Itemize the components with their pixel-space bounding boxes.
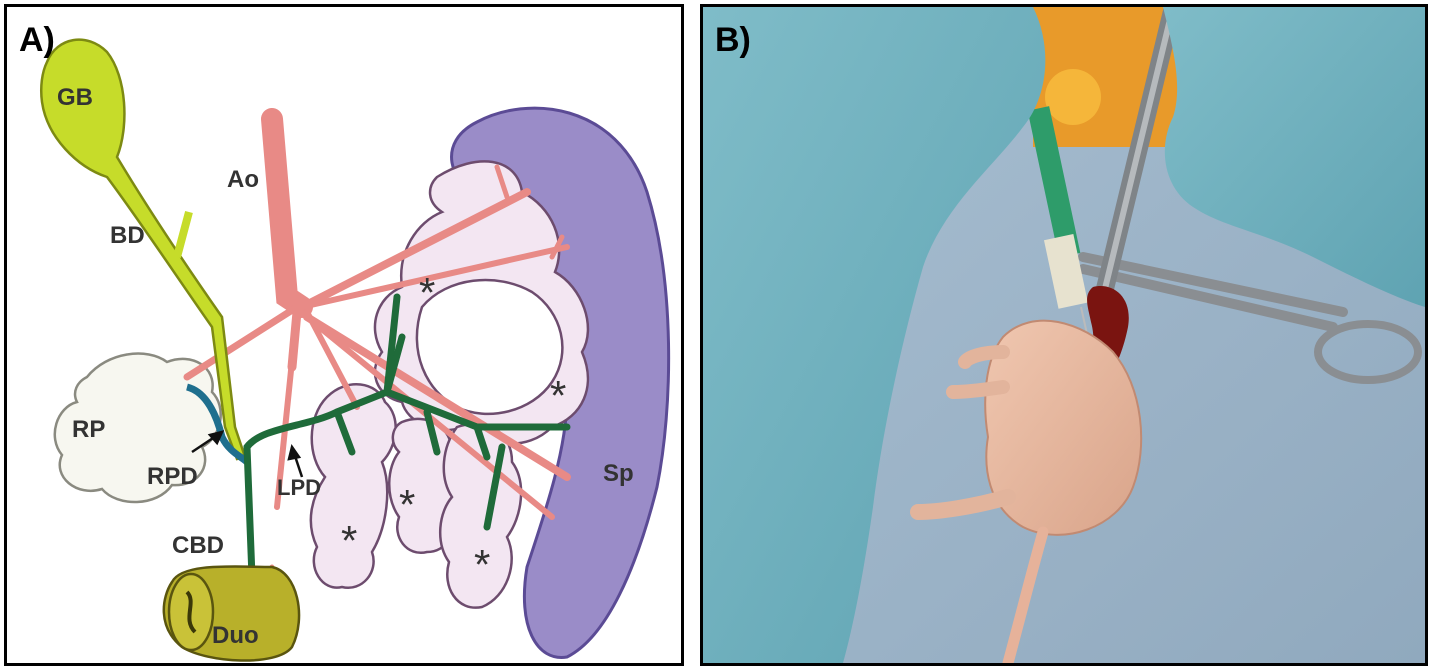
mouse-foreleg-2 — [953, 387, 1003, 392]
panel-a-label: A) — [19, 21, 55, 60]
panel-a-diagram: A) — [4, 4, 684, 666]
label-rpd: RPD — [147, 463, 198, 490]
asterisk-1: * — [419, 269, 435, 316]
label-cbd: CBD — [172, 532, 224, 559]
asterisk-5: * — [474, 541, 490, 588]
procedure-photo — [703, 7, 1425, 663]
label-bd: BD — [110, 222, 145, 249]
asterisk-3: * — [341, 517, 357, 564]
label-sp: Sp — [603, 460, 634, 487]
label-ao: Ao — [227, 166, 259, 193]
anatomy-diagram: GB BD Ao RP RPD LPD CBD Duo Sp * * * * * — [7, 7, 681, 663]
asterisk-2: * — [550, 372, 566, 419]
label-rp: RP — [72, 416, 105, 443]
panel-b-label: B) — [715, 21, 751, 60]
label-duo: Duo — [212, 622, 259, 649]
label-gb: GB — [57, 84, 93, 111]
panel-b-photo: B) — [700, 4, 1428, 666]
asterisk-4: * — [399, 481, 415, 528]
bd-side-branch — [177, 212, 189, 257]
orange-spot — [1045, 69, 1101, 125]
label-lpd: LPD — [277, 475, 321, 500]
